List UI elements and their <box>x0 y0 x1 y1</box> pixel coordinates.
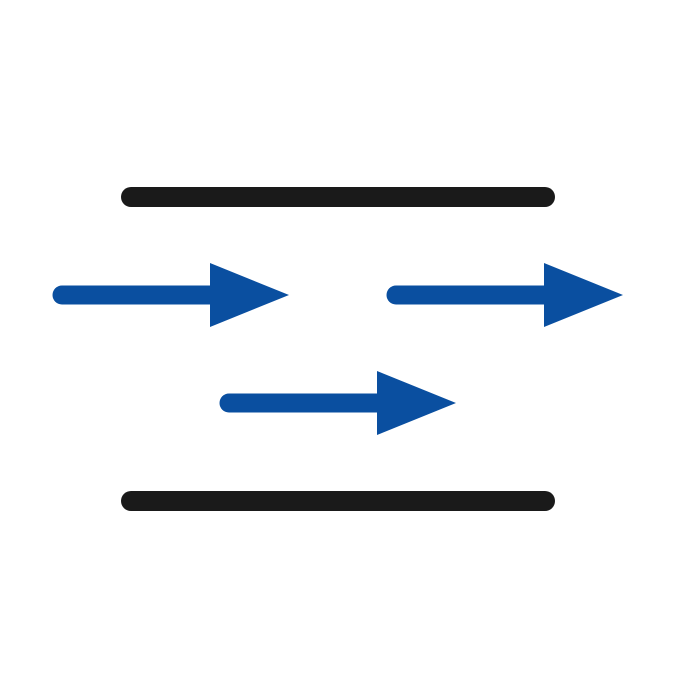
arrow-upper-right <box>386 263 623 327</box>
arrow-middle-head <box>377 371 456 435</box>
arrow-upper-left-head <box>210 263 289 327</box>
arrow-middle <box>219 371 456 435</box>
arrow-upper-left <box>52 263 289 327</box>
arrow-upper-right-head <box>544 263 623 327</box>
